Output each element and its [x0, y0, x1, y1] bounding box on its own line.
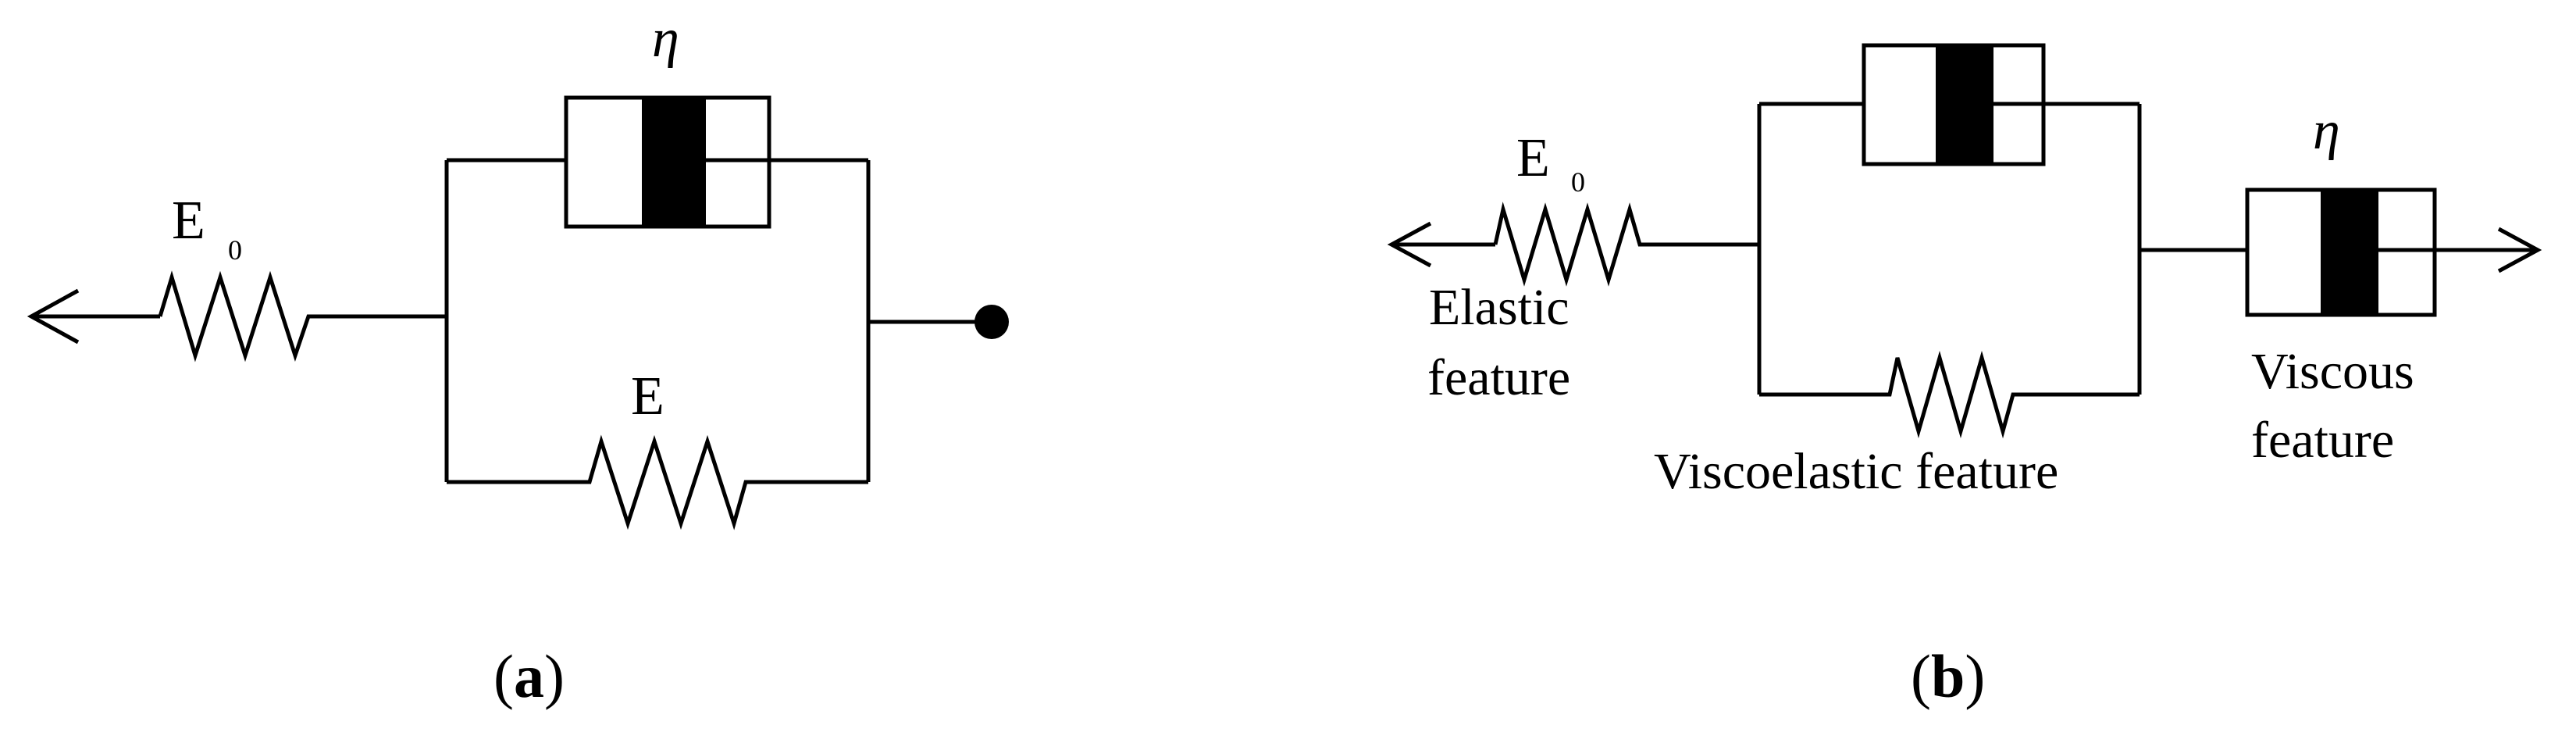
panel-b-label-e0: E: [1516, 128, 1550, 188]
panel-b-spring-e0: [1493, 202, 1759, 287]
panel-b-caption-letter: b: [1931, 642, 1965, 710]
panel-a-caption-close: ): [544, 642, 565, 710]
panel-a-label-e0-subscript: 0: [228, 234, 242, 266]
panel-b-label-eta: η: [2313, 101, 2340, 161]
panel-a-caption-letter: a: [514, 642, 544, 710]
panel-b: E 0 η Elastic feature Viscoelastic featu…: [1387, 43, 2542, 710]
panel-a-label-e0-main: E: [172, 191, 205, 251]
panel-a-terminal-dot: [974, 305, 1009, 339]
panel-b-left-arrow: [1387, 221, 1495, 268]
panel-b-elastic-feature-line2: feature: [1427, 349, 1570, 406]
panel-a-spring-e: [447, 434, 868, 530]
panel-b-elastic-feature: Elastic feature: [1427, 279, 1582, 406]
panel-b-viscous-feature-line1: Viscous: [2251, 343, 2414, 400]
panel-b-caption-close: ): [1965, 642, 1985, 710]
panel-a-left-arrow: [27, 288, 160, 345]
panel-a-label-eta: η: [652, 9, 679, 69]
panel-a-dashpot: [564, 95, 771, 229]
panel-b-spring-parallel: [1759, 350, 2140, 439]
panel-a-caption-open: (: [493, 642, 514, 710]
panel-b-right-arrow: [2435, 227, 2542, 273]
panel-b-caption-open: (: [1911, 642, 1931, 710]
panel-a-spring-e0: [158, 270, 324, 362]
panel-a-caption: (a): [493, 642, 565, 710]
panel-a-label-e0: E: [172, 191, 205, 251]
panel-b-dashpot-series: [2245, 188, 2437, 317]
panel-b-label-e0-subscript: 0: [1571, 166, 1585, 198]
panel-a: E 0 η E (a): [27, 9, 1009, 710]
panel-b-viscous-feature: Viscous feature: [2251, 343, 2427, 469]
panel-b-viscous-feature-line2: feature: [2251, 412, 2394, 469]
panel-b-dashpot-parallel: [1862, 43, 2046, 166]
panel-a-label-e: E: [631, 366, 664, 427]
panel-b-caption: (b): [1911, 642, 1985, 710]
panel-b-elastic-feature-line1: Elastic: [1429, 279, 1569, 336]
panel-b-viscoelastic-feature: Viscoelastic feature: [1654, 443, 2058, 500]
